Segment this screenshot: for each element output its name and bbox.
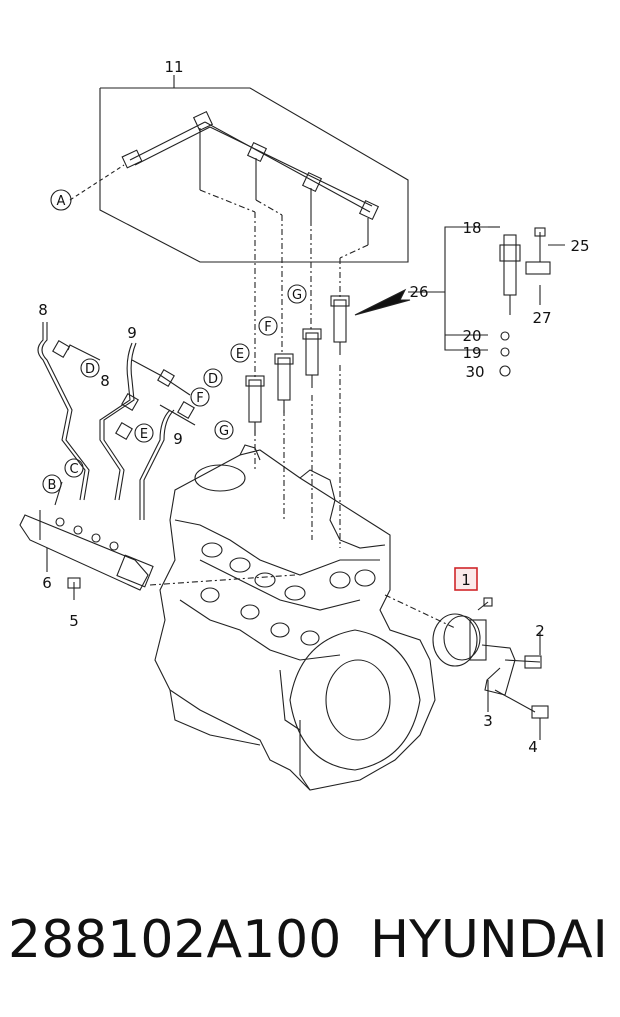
callout-11: 11 bbox=[164, 58, 183, 76]
connector-g-left: G bbox=[219, 424, 229, 439]
connector-e-left: E bbox=[140, 427, 148, 442]
fuel-rail-pipes bbox=[69, 110, 380, 245]
connector-e-injector: E bbox=[236, 347, 244, 362]
connector-d-injector: D bbox=[208, 372, 218, 387]
guide-lines bbox=[149, 189, 456, 629]
injector-pipe-group-frame bbox=[99, 75, 409, 263]
callout-19: 19 bbox=[462, 344, 481, 362]
callout-3: 3 bbox=[483, 712, 493, 730]
callout-8-b: 8 bbox=[100, 372, 110, 390]
callout-26: 26 bbox=[409, 283, 428, 301]
common-rail bbox=[19, 481, 154, 600]
callout-25: 25 bbox=[570, 237, 589, 255]
callout-9-b: 9 bbox=[173, 430, 183, 448]
injectors bbox=[245, 227, 551, 435]
callout-4: 4 bbox=[528, 738, 538, 756]
callout-numbers: 1 2 3 4 5 6 8 8 9 9 11 18 19 20 25 26 27… bbox=[38, 58, 589, 756]
connector-f-left: F bbox=[196, 391, 203, 406]
connector-f-injector: F bbox=[264, 320, 271, 335]
engine-block bbox=[154, 444, 436, 791]
right-callout-leaders bbox=[408, 226, 565, 377]
high-pressure-lines bbox=[37, 322, 196, 520]
callout-30: 30 bbox=[465, 363, 484, 381]
callout-9-a: 9 bbox=[127, 324, 137, 342]
callout-18: 18 bbox=[462, 219, 481, 237]
connector-b: B bbox=[48, 478, 57, 493]
connector-c: C bbox=[69, 462, 78, 477]
arrow-26 bbox=[354, 288, 411, 316]
callout-1: 1 bbox=[461, 571, 471, 589]
callout-27: 27 bbox=[532, 309, 551, 327]
callout-6: 6 bbox=[42, 574, 52, 592]
callout-5: 5 bbox=[69, 612, 79, 630]
brand-label: HYUNDAI bbox=[370, 910, 608, 970]
callout-20: 20 bbox=[462, 327, 481, 345]
connector-d-left: D bbox=[85, 362, 95, 377]
highlight-part-1 bbox=[454, 567, 478, 591]
callout-8-a: 8 bbox=[38, 301, 48, 319]
connector-a: A bbox=[57, 194, 66, 209]
callout-2: 2 bbox=[535, 622, 545, 640]
connector-g-injector: G bbox=[292, 288, 302, 303]
connector-letters: A B C D D E E F F G G bbox=[48, 194, 303, 493]
vacuum-pump bbox=[432, 597, 549, 740]
part-number-label: 288102A100 bbox=[8, 910, 342, 970]
connector-letter-circles bbox=[42, 189, 307, 494]
